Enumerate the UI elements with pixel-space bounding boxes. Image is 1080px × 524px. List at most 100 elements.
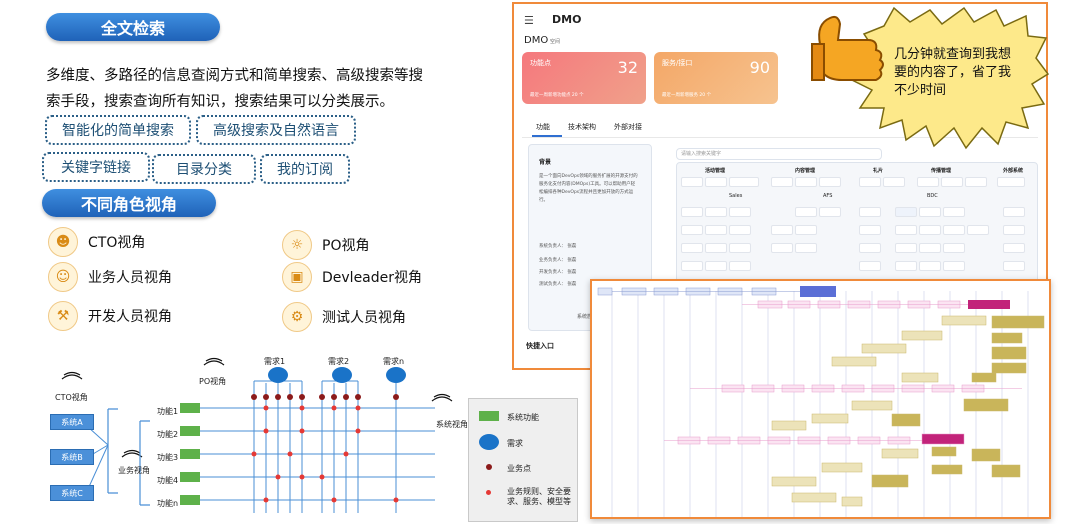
- module-cell[interactable]: [895, 225, 917, 235]
- module-cell[interactable]: [819, 207, 841, 217]
- module-cell[interactable]: [919, 225, 941, 235]
- module-cell[interactable]: [997, 177, 1025, 187]
- tag-smart-simple-search[interactable]: 智能化的简单搜索: [45, 115, 191, 145]
- tag-advanced-search[interactable]: 高级搜索及自然语言: [196, 115, 356, 145]
- service-card[interactable]: 服务/接口 90 最近一周新增服务 20 个: [654, 52, 778, 104]
- module-cell[interactable]: [705, 177, 727, 187]
- module-cell[interactable]: [681, 207, 703, 217]
- module-cell[interactable]: [943, 243, 965, 253]
- module-cell[interactable]: [919, 243, 941, 253]
- module-cell[interactable]: [895, 207, 917, 217]
- module-spread[interactable]: 传播管理: [931, 168, 952, 174]
- module-cell[interactable]: [795, 243, 817, 253]
- module-cell[interactable]: [771, 225, 793, 235]
- function-point-card[interactable]: 功能点 32 最近一周新增功能点 20 个: [522, 52, 646, 104]
- module-cell[interactable]: [1003, 261, 1025, 271]
- module-cell[interactable]: [943, 261, 965, 271]
- module-content[interactable]: 内容管理: [795, 168, 816, 174]
- module-cell[interactable]: [1003, 207, 1025, 217]
- module-cell[interactable]: [729, 261, 751, 271]
- module-cell[interactable]: [681, 177, 703, 187]
- tag-catalog[interactable]: 目录分类: [152, 154, 256, 184]
- module-cell[interactable]: [729, 225, 751, 235]
- module-cell[interactable]: [705, 243, 727, 253]
- module-cell[interactable]: [729, 207, 751, 217]
- function-label-1: 功能1: [157, 407, 179, 416]
- module-cell[interactable]: [819, 177, 841, 187]
- module-cell[interactable]: [859, 225, 881, 235]
- function-label-2: 功能2: [157, 430, 179, 439]
- module-gift[interactable]: 礼片: [873, 168, 884, 174]
- module-cell[interactable]: [919, 207, 941, 217]
- quick-entry-title: 快捷入口: [526, 342, 554, 350]
- role-label: 测试人员视角: [322, 310, 406, 326]
- role-devleader[interactable]: ▣ Devleader视角: [282, 262, 422, 292]
- tag-my-subscription[interactable]: 我的订阅: [260, 154, 350, 184]
- module-cell[interactable]: [705, 225, 727, 235]
- module-cell[interactable]: [965, 177, 987, 187]
- module-cell[interactable]: [919, 261, 941, 271]
- module-cell[interactable]: [1003, 225, 1025, 235]
- need-label-n: 需求n: [383, 357, 405, 366]
- card-foot: 最近一周新增功能点 20 个: [530, 93, 584, 98]
- module-cell[interactable]: [795, 225, 817, 235]
- tab-function[interactable]: 功能: [536, 123, 550, 131]
- module-cell[interactable]: [895, 243, 917, 253]
- tag-keyword-link[interactable]: 关键字链接: [42, 152, 150, 182]
- owner-3: 开发负责人： 张磊: [539, 270, 577, 275]
- module-cell[interactable]: [917, 177, 939, 187]
- role-business[interactable]: ☺ 业务人员视角: [48, 262, 172, 292]
- legend-need: 需求: [507, 439, 523, 448]
- role-developer[interactable]: ⚒ 开发人员视角: [48, 301, 172, 331]
- system-a: 系统A: [50, 414, 94, 430]
- section-header-role-view: 不同角色视角: [42, 189, 216, 217]
- module-cell[interactable]: [705, 207, 727, 217]
- module-cell[interactable]: [941, 177, 963, 187]
- role-label: 开发人员视角: [88, 309, 172, 325]
- module-cell[interactable]: [771, 243, 793, 253]
- module-cell[interactable]: [771, 177, 793, 187]
- submodule-bdc[interactable]: BDC: [927, 193, 938, 199]
- module-cell[interactable]: [729, 243, 751, 253]
- role-cto[interactable]: ☻ CTO视角: [48, 227, 145, 257]
- app-title: DMO: [552, 13, 582, 26]
- module-cell[interactable]: [943, 225, 965, 235]
- module-activity[interactable]: 活动管理: [705, 168, 726, 174]
- submodule-afs[interactable]: AFS: [823, 193, 833, 199]
- card-label: 服务/接口: [662, 59, 693, 67]
- search-description: 多维度、多路径的信息查阅方式和简单搜索、高级搜索等搜索手段，搜索查询所有知识，搜…: [46, 68, 423, 110]
- user-icon: ☺: [48, 262, 78, 292]
- tools-icon: ⚒: [48, 301, 78, 331]
- menu-icon[interactable]: ☰: [524, 14, 534, 27]
- module-cell[interactable]: [681, 243, 703, 253]
- diagram-sys-label: 系统视角: [436, 420, 468, 429]
- module-external[interactable]: 外部系统: [1003, 168, 1024, 174]
- owner-1: 系统负责人： 张磊: [539, 244, 577, 249]
- tab-external-integration[interactable]: 外部对接: [614, 123, 642, 131]
- module-cell[interactable]: [883, 177, 905, 187]
- module-cell[interactable]: [859, 177, 881, 187]
- bubble-text: 几分钟就查询到我想要的内容了，省了我不少时间: [894, 47, 1012, 98]
- module-cell[interactable]: [1003, 243, 1025, 253]
- tab-indicator: [532, 135, 562, 137]
- module-cell[interactable]: [859, 207, 881, 217]
- module-cell[interactable]: [729, 177, 759, 187]
- module-cell[interactable]: [795, 177, 817, 187]
- role-po[interactable]: ☼ PO视角: [282, 230, 369, 260]
- module-cell[interactable]: [967, 225, 989, 235]
- module-cell[interactable]: [795, 207, 817, 217]
- module-cell[interactable]: [681, 261, 703, 271]
- legend-bizpoint-swatch: [486, 464, 492, 470]
- submodule-sales[interactable]: Sales: [729, 193, 743, 199]
- section-header-fulltext-search: 全文检索: [46, 13, 220, 41]
- thumbs-up-icon: [811, 15, 884, 81]
- tab-tech-architecture[interactable]: 技术架构: [568, 123, 596, 131]
- role-tester[interactable]: ⚙ 测试人员视角: [282, 302, 406, 332]
- module-cell[interactable]: [895, 261, 917, 271]
- module-cell[interactable]: [943, 207, 965, 217]
- module-cell[interactable]: [705, 261, 727, 271]
- search-input[interactable]: 请输入搜索关键字: [676, 148, 882, 160]
- module-cell[interactable]: [859, 243, 881, 253]
- module-cell[interactable]: [681, 225, 703, 235]
- module-cell[interactable]: [859, 261, 881, 271]
